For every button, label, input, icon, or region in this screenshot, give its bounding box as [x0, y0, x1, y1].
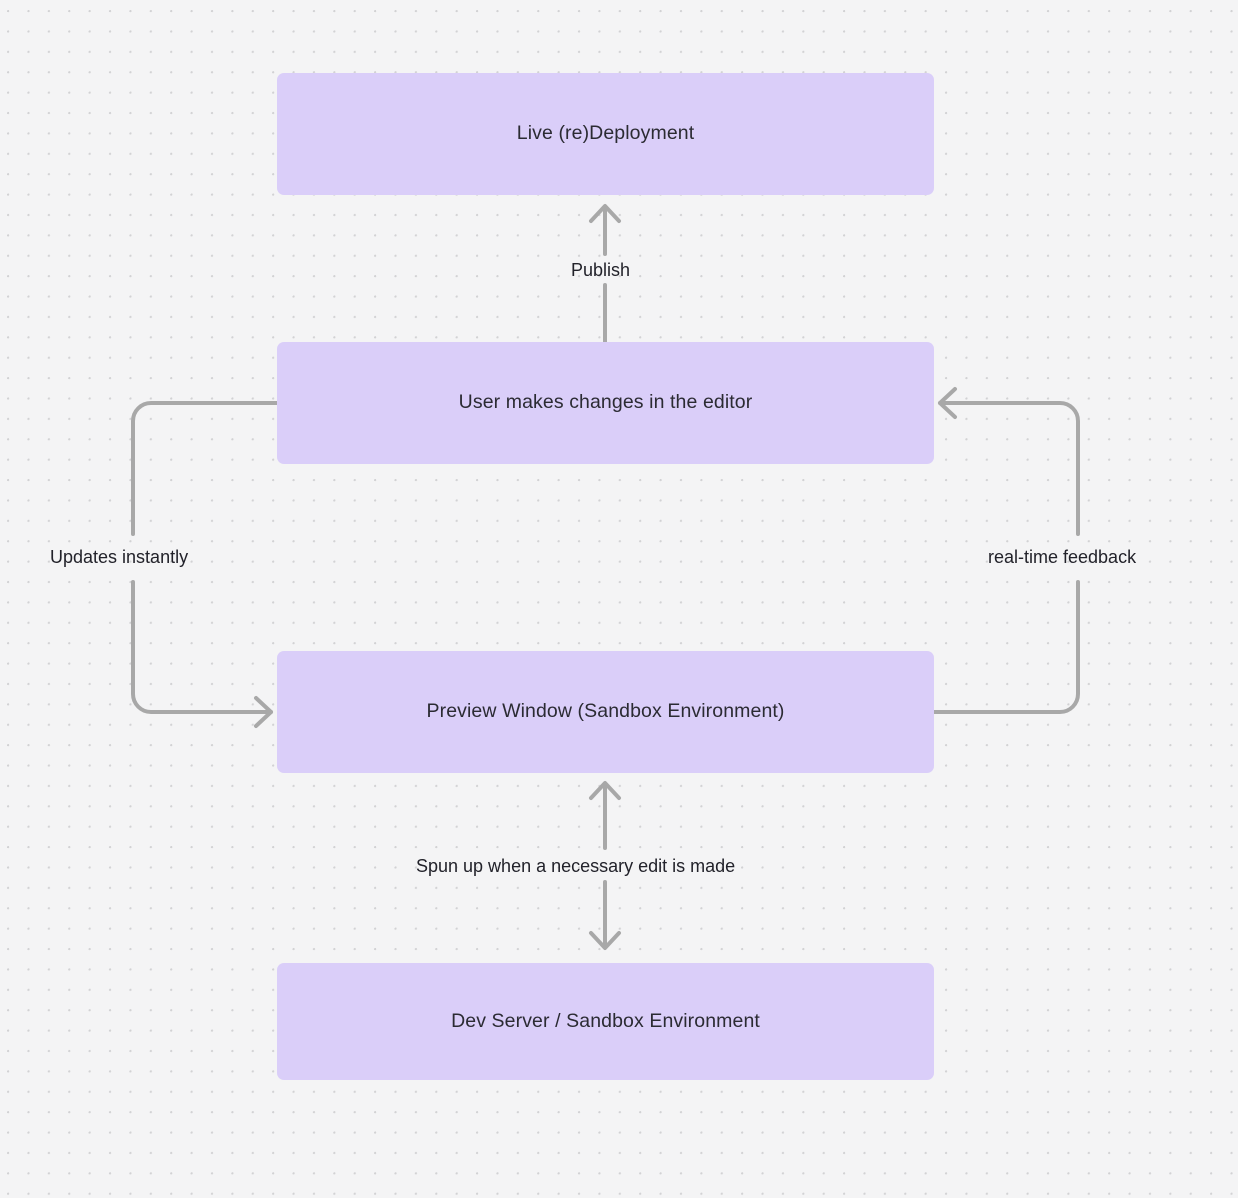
node-label: User makes changes in the editor — [458, 391, 753, 414]
edge-label-real-time-feedback: real-time feedback — [988, 547, 1137, 567]
node-live-redeployment[interactable]: Live (re)Deployment — [277, 73, 934, 195]
node-user-makes-changes[interactable]: User makes changes in the editor — [277, 342, 934, 464]
edge-publish[interactable] — [589, 204, 621, 344]
edge-updates-instantly[interactable] — [131, 401, 279, 728]
edge-label-updates-instantly: Updates instantly — [50, 547, 189, 567]
node-dev-server[interactable]: Dev Server / Sandbox Environment — [277, 963, 934, 1080]
edge-real-time-feedback[interactable] — [932, 387, 1080, 714]
node-label: Dev Server / Sandbox Environment — [451, 1009, 760, 1032]
edge-label-publish: Publish — [571, 260, 631, 280]
edge-label-spun-up: Spun up when a necessary edit is made — [416, 856, 736, 876]
node-label: Preview Window (Sandbox Environment) — [426, 700, 785, 723]
edge-spun-up[interactable] — [589, 781, 621, 950]
node-preview-window[interactable]: Preview Window (Sandbox Environment) — [277, 651, 934, 773]
node-label: Live (re)Deployment — [516, 122, 695, 145]
